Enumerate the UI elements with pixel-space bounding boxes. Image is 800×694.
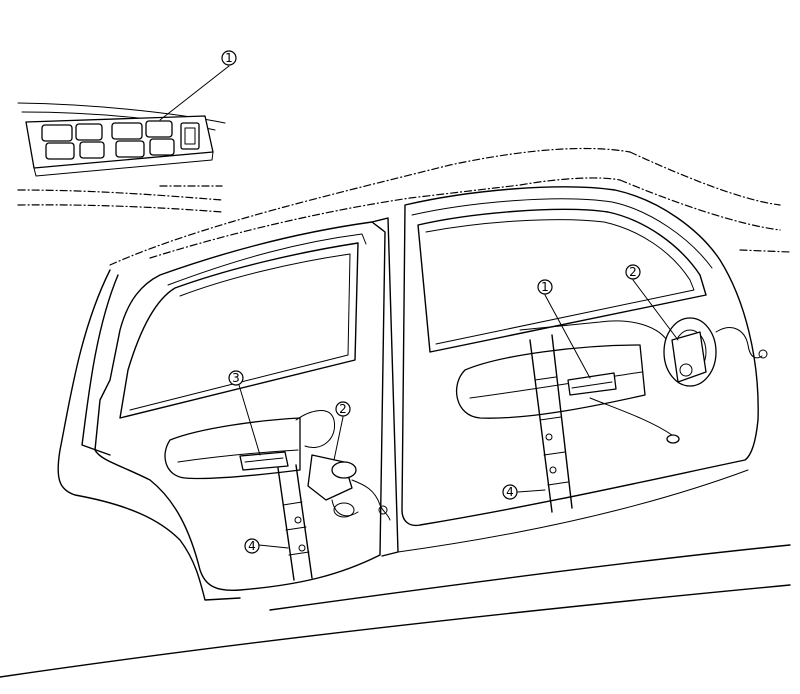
front-window-motor xyxy=(663,317,768,387)
rear-window-switch xyxy=(239,451,289,471)
callout-2-front-motor: 2 xyxy=(625,264,641,280)
svg-text:3: 3 xyxy=(232,371,240,385)
vehicle-body-outline xyxy=(0,147,791,678)
callout-4-rear-regulator: 4 xyxy=(244,538,260,554)
b-pillar xyxy=(371,217,399,557)
callout-1-front-switch: 1 xyxy=(537,279,553,295)
svg-text:1: 1 xyxy=(541,280,549,294)
svg-text:1: 1 xyxy=(225,51,233,65)
svg-text:4: 4 xyxy=(506,485,514,499)
master-switch-inset: 1 xyxy=(17,50,237,213)
callout-2-rear-motor: 2 xyxy=(335,401,351,417)
master-switch-panel xyxy=(25,115,214,177)
rear-window-motor xyxy=(307,454,391,521)
svg-text:4: 4 xyxy=(248,539,256,553)
front-window-switch xyxy=(567,372,617,396)
rear-window-regulator xyxy=(277,410,336,581)
rear-door: 3 2 4 xyxy=(94,221,391,592)
front-door: 1 2 4 xyxy=(401,186,768,527)
callout-4-front-regulator: 4 xyxy=(502,484,518,500)
callout-3-rear-switch: 3 xyxy=(228,370,244,386)
svg-text:2: 2 xyxy=(629,265,637,279)
svg-text:2: 2 xyxy=(339,402,347,416)
callout-1-switch-panel: 1 xyxy=(221,50,237,66)
door-sill-line xyxy=(397,469,749,553)
